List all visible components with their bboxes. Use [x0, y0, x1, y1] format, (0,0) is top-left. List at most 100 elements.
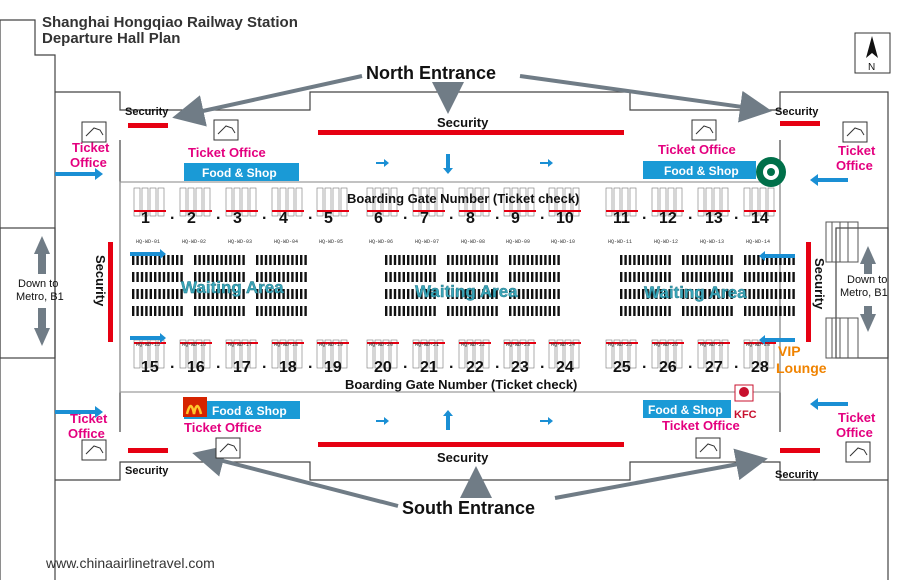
security-label-s: Security — [437, 450, 489, 465]
gate-grid — [697, 339, 730, 369]
gate-separator-dot: · — [734, 359, 739, 376]
gate-separator-dot: · — [734, 210, 739, 227]
escalator-arrows — [34, 236, 876, 346]
gate-number: 15 — [141, 359, 159, 376]
south-entrance-label: South Entrance — [402, 498, 535, 518]
gate-number: 9 — [511, 210, 520, 227]
gate-grid — [316, 339, 349, 369]
gate-number: 5 — [324, 210, 333, 227]
gate-grid — [697, 187, 730, 217]
gate-code: HQ-WD-13 — [700, 239, 724, 245]
seat-row — [385, 272, 436, 282]
seat-row — [194, 289, 245, 299]
food-shop-sw-label: Food & Shop — [212, 404, 287, 418]
gate-grid — [548, 187, 581, 217]
gate-grid — [503, 187, 536, 217]
gate-grid — [412, 339, 445, 369]
food-shop-ne: Food & Shop — [643, 161, 756, 179]
gate-separator-dot: · — [216, 210, 221, 227]
metro-west: Down to Metro, B1 — [16, 278, 64, 303]
gate-grid — [179, 339, 212, 369]
gate-code: HQ-WD-24 — [551, 342, 575, 348]
kfc-label: KFC — [734, 409, 757, 421]
ticket-hand-icon — [215, 437, 241, 459]
ticket-office-ne-line1: Ticket — [838, 143, 876, 158]
website-url: www.chinaairlinetravel.com — [45, 555, 215, 571]
ticket-office-se-line1: Ticket — [838, 410, 876, 425]
gate-number: 4 — [279, 210, 288, 227]
gate-number: 23 — [511, 359, 529, 376]
gate-separator-dot: · — [403, 210, 408, 227]
gate-number: 16 — [187, 359, 205, 376]
metro-west-line2: Metro, B1 — [16, 291, 64, 303]
title-line1: Shanghai Hongqiao Railway Station — [42, 14, 298, 31]
escalator-icon — [825, 221, 859, 359]
seat-row — [447, 289, 498, 299]
security-label-nw: Security — [125, 106, 169, 118]
seat-row — [256, 255, 307, 265]
gate-number: 19 — [324, 359, 342, 376]
ticket-office-nw: Ticket Office — [70, 140, 110, 170]
gate-code: HQ-WD-03 — [228, 239, 252, 245]
ticket-hand-icon — [691, 119, 717, 141]
gate-code: HQ-WD-09 — [506, 239, 530, 245]
seat-row — [447, 272, 498, 282]
gate-8: 8HQ-WD-08· — [458, 187, 500, 245]
vip-line2: Lounge — [776, 360, 827, 376]
gate-code: HQ-WD-14 — [746, 239, 770, 245]
ticket-office-se-line2: Office — [836, 425, 873, 440]
seat-row — [509, 306, 560, 316]
gate-grid — [271, 187, 304, 217]
ticket-hand-icon — [81, 439, 107, 461]
gate-9: 9HQ-WD-09· — [503, 187, 545, 245]
gate-code: HQ-WD-22 — [461, 342, 485, 348]
seat-row — [620, 289, 671, 299]
gate-number: 20 — [374, 359, 392, 376]
gate-code: HQ-WD-11 — [608, 239, 632, 245]
food-shop-se-label: Food & Shop — [648, 403, 723, 417]
ticket-hand-icon — [842, 121, 868, 143]
gate-4: 4HQ-WD-04· — [271, 187, 313, 245]
gate-number: 6 — [374, 210, 383, 227]
gate-code: HQ-WD-17 — [228, 342, 252, 348]
gate-grid — [412, 187, 445, 217]
gate-number: 12 — [659, 210, 677, 227]
gate-separator-dot: · — [403, 359, 408, 376]
security-label-se: Security — [775, 469, 819, 481]
ticket-office-sw: Ticket Office — [68, 411, 108, 441]
metro-west-line1: Down to — [18, 278, 58, 290]
food-shop-se: Food & Shop — [643, 400, 731, 418]
seat-row — [194, 272, 245, 282]
gate-5: 5HQ-WD-05 — [316, 187, 349, 245]
gate-separator-dot: · — [449, 359, 454, 376]
compass-label: N — [868, 62, 875, 73]
seat-row — [620, 272, 671, 282]
gate-grid — [225, 187, 258, 217]
gate-code: HQ-WD-27 — [700, 342, 724, 348]
gate-separator-dot: · — [688, 210, 693, 227]
entrance-arrows — [172, 74, 772, 508]
gate-grid — [743, 187, 776, 217]
ticket-hand-icons — [81, 119, 871, 463]
boarding-label-top: Boarding Gate Number (Ticket check) — [347, 191, 579, 206]
security-label-w: Security — [93, 255, 108, 307]
gate-separator-dot: · — [642, 359, 647, 376]
gate-separator-dot: · — [262, 210, 267, 227]
security-label-n: Security — [437, 115, 489, 130]
metro-east: Down to Metro, B1 — [840, 274, 888, 299]
gate-code: HQ-WD-28 — [746, 342, 770, 348]
ticket-office-sw-line2: Office — [68, 426, 105, 441]
gate-code: HQ-WD-06 — [369, 239, 393, 245]
gate-number: 11 — [613, 210, 630, 227]
gate-grid — [458, 339, 491, 369]
seat-row — [385, 255, 436, 265]
flow-arrows — [55, 154, 848, 430]
ticket-office-s1: Ticket Office — [184, 420, 262, 435]
gate-separator-dot: · — [540, 359, 545, 376]
